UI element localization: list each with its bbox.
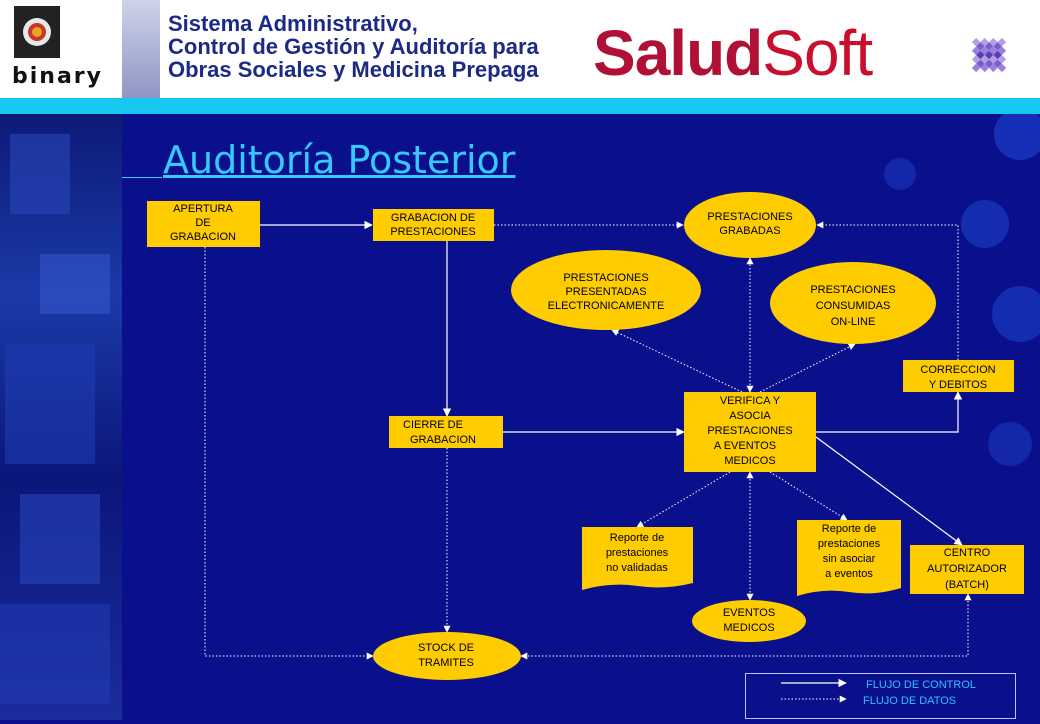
label-correccion: CORRECCION Y DEBITOS [920, 364, 995, 391]
label-line: ON-LINE [831, 316, 876, 328]
label-no-validadas: Reporte de prestaciones no validadas [606, 532, 669, 574]
node-grabacion [373, 209, 494, 241]
label-line: prestaciones [818, 538, 881, 550]
control-flow-edges [260, 220, 963, 546]
label-stock: STOCK DE TRAMITES [418, 642, 474, 669]
binary-logo-icon [14, 6, 60, 58]
node-apertura [147, 201, 260, 247]
legend-arrows [781, 678, 847, 703]
label-consumidas: PRESTACIONES CONSUMIDAS ON-LINE [810, 284, 895, 328]
edge-verifica-correccion [816, 391, 963, 433]
label-line: VERIFICA Y [720, 395, 781, 407]
brand-part-1: Salud [593, 17, 763, 89]
binary-logo: binary [0, 0, 118, 98]
node-sin-asociar [797, 520, 901, 596]
label-line: MEDICOS [724, 455, 775, 467]
data-flow-edges [204, 221, 972, 660]
label-presentadas: PRESTACIONES PRESENTADAS ELECTRONICAMENTE [548, 272, 665, 312]
edge-verifica-presentadas [611, 329, 743, 393]
label-line: EVENTOS [723, 607, 775, 619]
label-grabadas: PRESTACIONES GRABADAS [707, 211, 792, 237]
label-line: STOCK DE [418, 642, 474, 654]
label-line: CIERRE DE [403, 419, 463, 431]
label-line: prestaciones [606, 547, 669, 559]
node-consumidas [770, 262, 936, 344]
edge-apertura-stock [204, 247, 374, 660]
label-line: AUTORIZADOR [927, 563, 1007, 575]
label-line: DE [195, 217, 210, 229]
company-name: binary [12, 64, 103, 89]
label-verifica: VERIFICA Y ASOCIA PRESTACIONES A EVENTOS MED… [707, 395, 792, 467]
label-line: GRABACION [170, 231, 236, 243]
label-line: ELECTRONICAMENTE [548, 300, 665, 312]
label-eventos: EVENTOS MEDICOS [723, 607, 775, 634]
header-bar [0, 0, 1040, 98]
legend-box [745, 673, 1016, 719]
label-line: a eventos [825, 568, 873, 580]
label-line: CORRECCION [920, 364, 995, 376]
label-line: PRESENTADAS [565, 286, 646, 298]
label-line: GRABADAS [719, 225, 780, 237]
node-eventos [692, 600, 806, 642]
label-line: PRESTACIONES [390, 226, 475, 238]
label-grabacion: GRABACION DE PRESTACIONES [390, 212, 475, 238]
label-line: GRABACION [410, 434, 476, 446]
label-line: Reporte de [822, 523, 876, 535]
node-no-validadas [582, 527, 693, 590]
label-line: A EVENTOS [714, 440, 776, 452]
node-grabadas [684, 192, 816, 258]
brand-logo: SaludSoft [593, 17, 873, 89]
label-line: PRESTACIONES [810, 284, 895, 296]
legend-control-label: FLUJO DE CONTROL [866, 679, 977, 691]
legend-data-label: FLUJO DE DATOS [863, 695, 957, 707]
title-underline [122, 177, 162, 178]
label-line: TRAMITES [418, 657, 474, 669]
system-title-line: Control de Gestión y Auditoría para [168, 34, 539, 59]
label-line: Y DEBITOS [929, 379, 987, 391]
brand-part-2: Soft [762, 17, 873, 89]
page-title: Auditoría Posterior [163, 138, 516, 182]
edge-verifica-consumidas [759, 343, 856, 393]
label-line: GRABACION DE [391, 212, 475, 224]
label-line: MEDICOS [723, 622, 774, 634]
background-bubbles [884, 114, 1040, 466]
node-correccion [903, 360, 1014, 392]
side-photo-art [0, 134, 110, 704]
label-sin-asociar: Reporte de prestaciones sin asociar a event… [818, 523, 881, 580]
label-apertura: APERTURA DE GRABACION [170, 203, 236, 243]
label-line: sin asociar [823, 553, 876, 565]
label-line: PRESTACIONES [707, 211, 792, 223]
node-verifica [684, 392, 816, 472]
edge-verifica-centro [815, 436, 963, 546]
node-presentadas [511, 250, 701, 330]
label-line: PRESTACIONES [563, 272, 648, 284]
accent-bar [0, 98, 1040, 114]
label-line: CENTRO [944, 547, 991, 559]
side-photo-strip [0, 114, 122, 720]
diamond-grid-icon [971, 37, 1007, 73]
edge-correccion-grabadas [816, 221, 959, 360]
system-title-line: Obras Sociales y Medicina Prepaga [168, 57, 539, 82]
label-cierre: CIERRE DE GRABACION [403, 419, 476, 446]
label-line: (BATCH) [945, 579, 989, 591]
system-title: Sistema Administrativo, Control de Gesti… [168, 12, 539, 81]
label-line: ASOCIA [729, 410, 771, 422]
label-line: CONSUMIDAS [816, 300, 891, 312]
label-line: Reporte de [610, 532, 664, 544]
node-cierre [389, 416, 503, 448]
label-line: PRESTACIONES [707, 425, 792, 437]
label-line: APERTURA [173, 203, 233, 215]
edge-verifica-novalidadas [636, 471, 731, 528]
label-centro: CENTRO AUTORIZADOR (BATCH) [927, 547, 1007, 591]
system-title-line: Sistema Administrativo, [168, 11, 418, 36]
node-centro [910, 545, 1024, 594]
label-line: no validadas [606, 562, 668, 574]
header-photo [122, 0, 160, 98]
node-stock [373, 632, 521, 680]
edge-verifica-sinasociar [769, 471, 848, 521]
